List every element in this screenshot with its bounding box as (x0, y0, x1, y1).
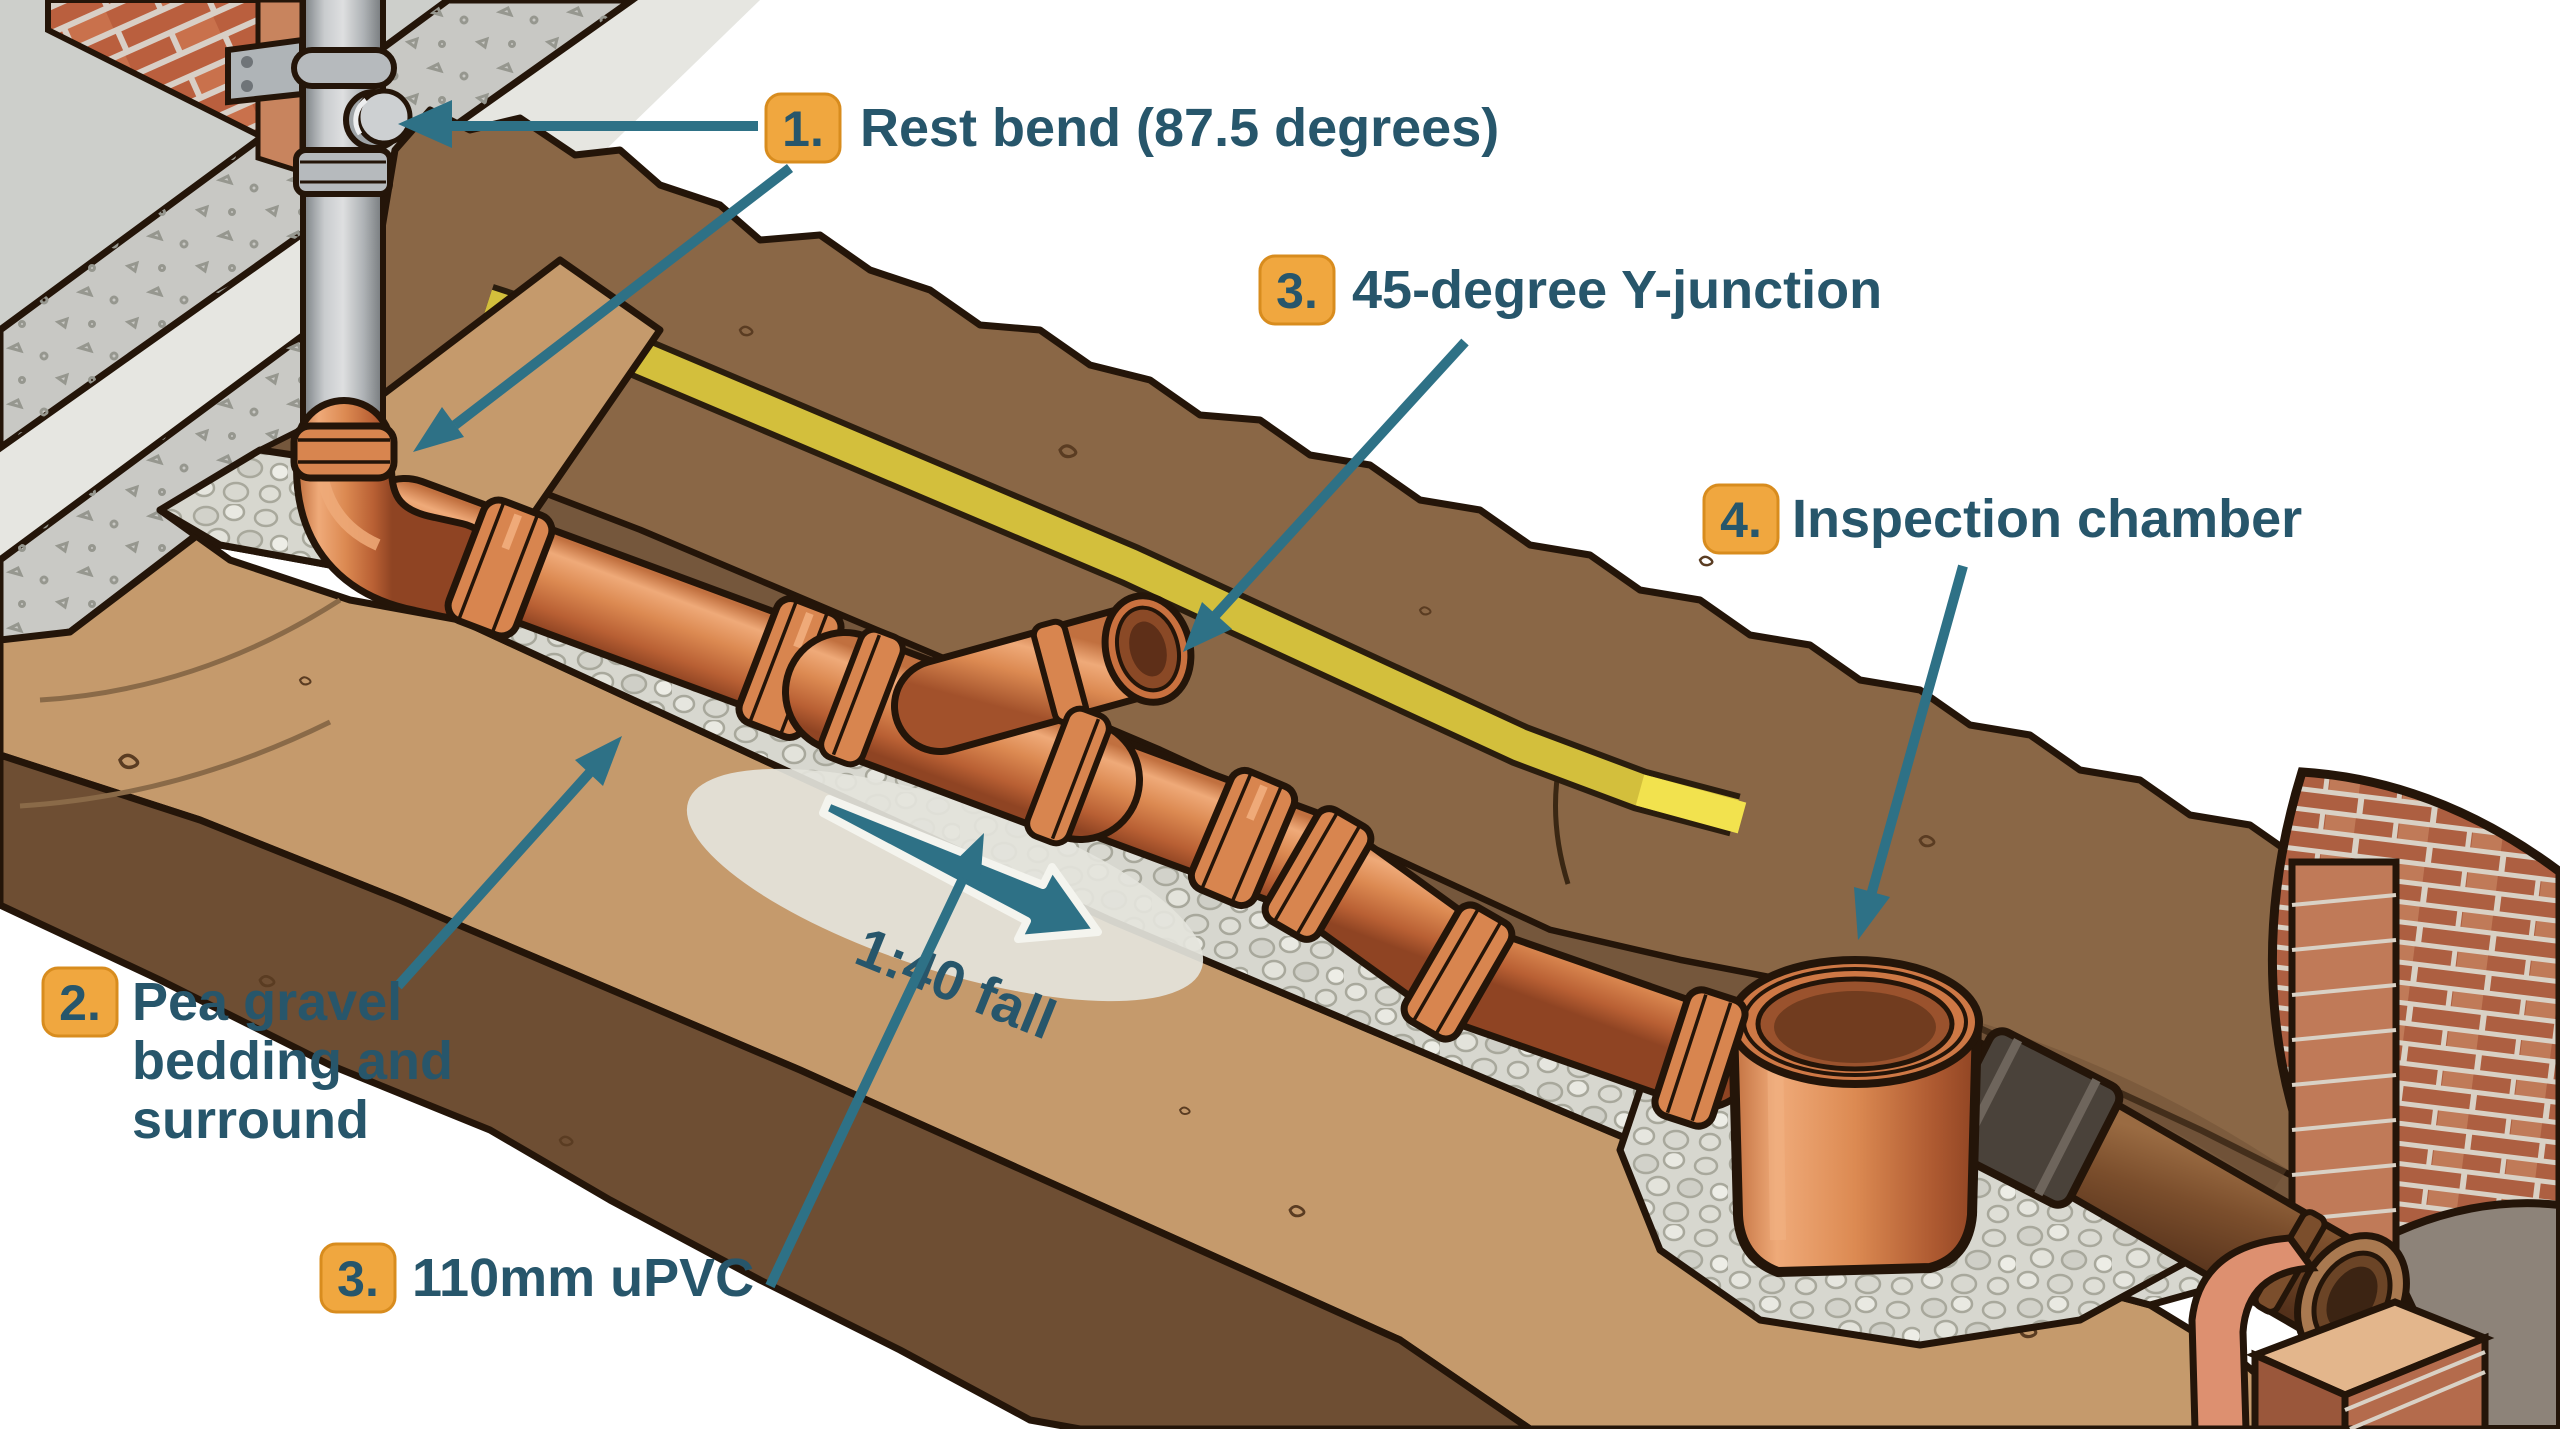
foreground-brick-stub (2245, 1298, 2495, 1429)
callout-inspection-chamber: 4. Inspection chamber (1702, 483, 2302, 555)
y-outlet-socket (1024, 705, 1112, 847)
bend-outlet-socket (444, 496, 556, 640)
pointer-upvc-pipe (765, 865, 973, 1289)
callout-text-line1: Pea gravel (132, 972, 402, 1032)
callout-pointers (394, 100, 1968, 1289)
y-branch-stub (898, 610, 1177, 748)
chamber-rim (1727, 956, 1983, 1088)
callout-upvc-pipe: 3. 110mm uPVC (319, 1242, 754, 1314)
channel-fitting (2188, 1234, 2319, 1429)
callout-pea-gravel: 2. Pea gravel bedding and surround (41, 966, 453, 1150)
pointer-pea-gravel (394, 766, 596, 990)
coupling (1187, 766, 1299, 910)
warning-tape (480, 284, 1747, 837)
rainwater-downpipe (225, 0, 413, 468)
callout-labels: 1. Rest bend (87.5 degrees) 2. Pea grave… (41, 92, 2302, 1314)
bend-coupling (1261, 805, 1375, 943)
badge-number: 4. (1720, 492, 1762, 548)
bend-coupling (1400, 901, 1516, 1043)
callout-text: Rest bend (87.5 degrees) (860, 98, 1499, 158)
callout-text-line3: surround (132, 1090, 369, 1150)
pointer-y-junction (1209, 338, 1469, 622)
callout-text: 45-degree Y-junction (1352, 260, 1882, 320)
manhole-quoin-pillar (2288, 858, 2400, 1290)
warning-tape-end (1635, 774, 1747, 834)
downpipe-collar (293, 147, 393, 197)
badge-number: 3. (1276, 263, 1318, 319)
dark-adaptor-coupling (1936, 1027, 2124, 1209)
rest-bend (290, 397, 556, 640)
callout-rest-bend: 1. Rest bend (87.5 degrees) (764, 92, 1499, 164)
chamber-inlet-socket (1651, 986, 1749, 1130)
bend-top-socket (290, 422, 398, 482)
badge-number: 1. (782, 101, 824, 157)
pointer-rest-bend (451, 164, 794, 429)
brick-manhole (2268, 767, 2560, 1429)
pointer-inspection-chamber (1863, 564, 1968, 908)
y-inlet-socket (818, 626, 906, 768)
near-bank-dark (0, 751, 1534, 1429)
callout-text: 110mm uPVC (412, 1248, 754, 1308)
pipe-bracket (225, 36, 397, 106)
contour-line (19, 719, 332, 809)
callout-text-line2: bedding and (132, 1031, 453, 1091)
inspection-chamber (1651, 956, 1983, 1278)
badge-number: 3. (337, 1251, 379, 1307)
y-junction (782, 592, 1195, 847)
callout-y-junction: 3. 45-degree Y-junction (1258, 254, 1882, 326)
access-cap (343, 88, 413, 151)
badge-number: 2. (59, 975, 101, 1031)
chamber-body (1727, 1017, 1983, 1278)
gravel-smooth-patch (686, 768, 1204, 1002)
y-branch-mouth (1101, 592, 1195, 706)
callout-text: Inspection chamber (1792, 489, 2302, 549)
contour-line (39, 597, 342, 703)
